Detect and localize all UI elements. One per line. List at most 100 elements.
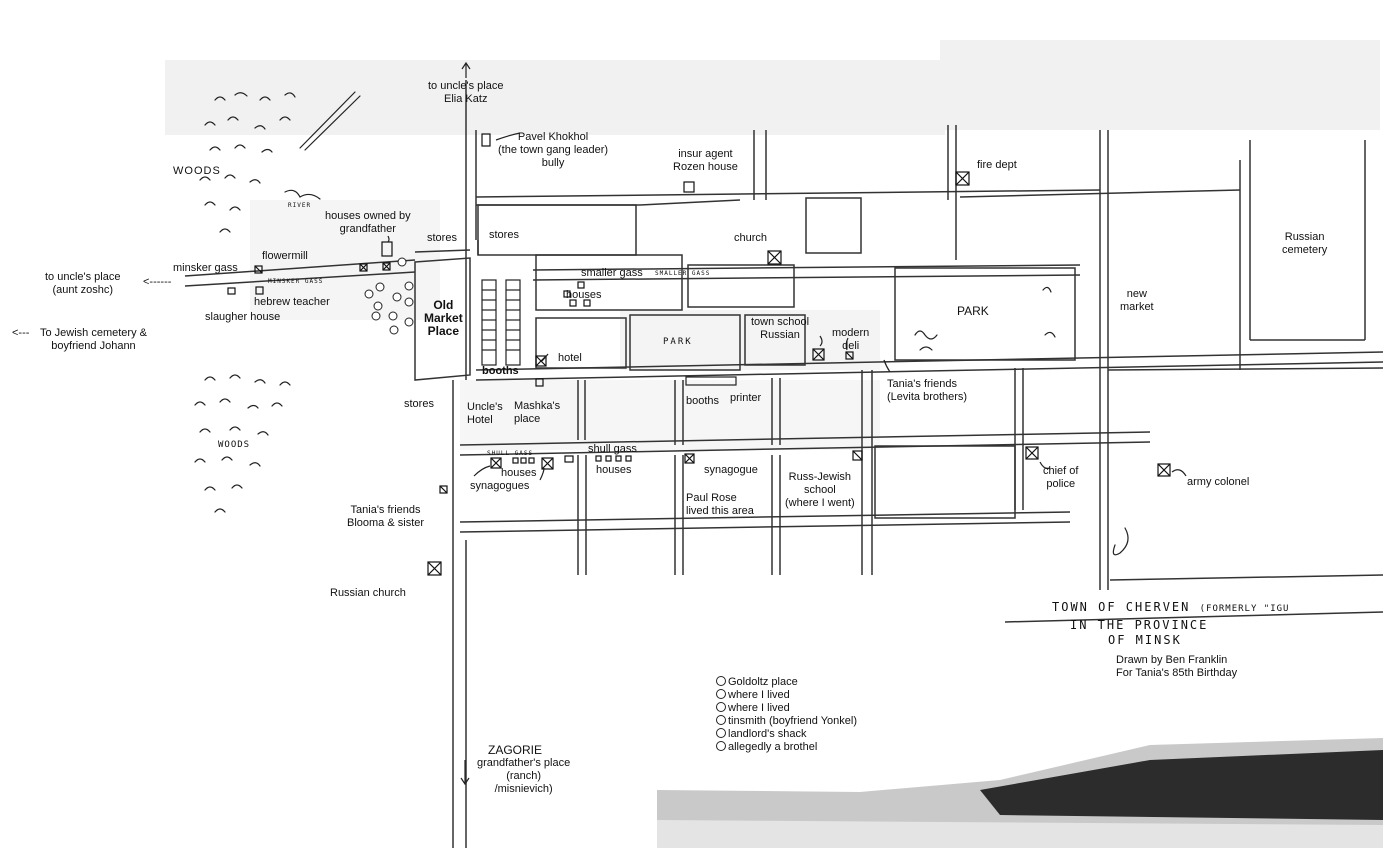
tania-levita-line2: (Levita brothers) bbox=[887, 391, 968, 403]
legend-item: allegedly a brothel bbox=[716, 741, 817, 754]
stores-label-3: stores bbox=[404, 398, 434, 410]
police-marker bbox=[1025, 446, 1039, 460]
tania-blooma-line2: Blooma & sister bbox=[347, 517, 425, 529]
park-small-label: PARK bbox=[663, 337, 693, 347]
direction-cemetery-arrow: <--- bbox=[12, 327, 30, 339]
old-market-label: Old Market Place bbox=[424, 299, 463, 338]
old-market-line1: Old bbox=[433, 298, 454, 312]
legend-item: landlord's shack bbox=[716, 728, 807, 741]
pavel-line2: (the town gang leader) bbox=[498, 144, 609, 156]
legend-circle-icon bbox=[716, 728, 726, 738]
building-markers bbox=[227, 133, 1171, 576]
woods-scribbles bbox=[194, 91, 1129, 556]
flowermill-label: flowermill bbox=[262, 250, 308, 262]
russian-cemetery-label: Russian cemetery bbox=[1282, 231, 1327, 257]
printer-label: printer bbox=[730, 392, 762, 404]
shull-gass-street: SHULL GASS bbox=[487, 450, 534, 457]
direction-uncle-aunt: to uncle's place (aunt zoshc) bbox=[45, 271, 120, 297]
houses-grandfather-line2: grandfather bbox=[339, 223, 396, 235]
river-label: RIVER bbox=[288, 202, 312, 209]
flowermill-marker bbox=[254, 265, 263, 274]
legend-item: Goldoltz place bbox=[716, 676, 798, 689]
insur-line2: Rozen house bbox=[673, 161, 738, 173]
direction-uncle-aunt-line1: to uncle's place bbox=[45, 271, 121, 283]
legend-circle-icon bbox=[716, 689, 726, 699]
background-shading bbox=[165, 40, 1380, 450]
legend-label: where I lived bbox=[728, 689, 790, 701]
new-market-label: new market bbox=[1120, 288, 1154, 314]
legend-circle-icon bbox=[716, 676, 726, 686]
zagorie-line4: /misnievich) bbox=[494, 783, 553, 795]
uncles-hotel-line1: Uncle's bbox=[467, 401, 503, 413]
russian-cemetery-line1: Russian bbox=[1284, 231, 1325, 243]
town-school-line2: Russian bbox=[760, 329, 800, 341]
blooma-marker bbox=[439, 485, 448, 494]
legend-circle-icon bbox=[716, 702, 726, 712]
direction-cemetery-line1: To Jewish cemetery & bbox=[40, 327, 147, 339]
legend-circle-icon bbox=[716, 741, 726, 751]
insur-agent-label: insur agent Rozen house bbox=[673, 148, 738, 174]
houses-grandfather-line1: houses owned by bbox=[325, 210, 411, 222]
smaller-gass-label: smaller gass bbox=[581, 267, 643, 279]
booths-label-1: booths bbox=[482, 365, 519, 377]
russian-church-label: Russian church bbox=[330, 587, 406, 599]
chief-police-line2: police bbox=[1046, 478, 1076, 490]
market-booths bbox=[481, 279, 737, 386]
new-market-line1: new bbox=[1126, 288, 1147, 300]
hebrew-teacher-label: hebrew teacher bbox=[254, 296, 330, 308]
mashka-label: Mashka's place bbox=[514, 400, 560, 426]
map-credit-line2: For Tania's 85th Birthday bbox=[1116, 667, 1238, 679]
fire-dept-label: fire dept bbox=[977, 159, 1017, 171]
synagogues-marker-2 bbox=[541, 457, 554, 470]
russian-cemetery-line2: cemetery bbox=[1282, 244, 1328, 256]
mashka-line2: place bbox=[514, 413, 541, 425]
uncles-hotel-label: Uncle's Hotel bbox=[467, 401, 503, 427]
minsker-gass-street: MINSKER GASS bbox=[268, 278, 324, 285]
scan-noise-band bbox=[657, 738, 1383, 848]
stores-label-2: stores bbox=[489, 229, 519, 241]
zagorie-line3: (ranch) bbox=[506, 770, 542, 782]
russ-jewish-line2: school bbox=[803, 484, 836, 496]
synagogues-marker bbox=[490, 457, 502, 469]
map-credit: Drawn by Ben Franklin For Tania's 85th B… bbox=[1116, 654, 1237, 680]
legend-circle-icon bbox=[716, 715, 726, 725]
houses-label-3: houses bbox=[596, 464, 632, 476]
insur-line1: insur agent bbox=[678, 148, 733, 160]
legend-item: where I lived bbox=[716, 689, 790, 702]
woods-bottom-label: WOODS bbox=[218, 440, 251, 450]
zagorie-details: grandfather's place (ranch) /misnievich) bbox=[477, 757, 570, 796]
legend-label: Goldoltz place bbox=[728, 676, 798, 688]
synagogue-marker bbox=[684, 453, 695, 464]
map-title-line3: OF MINSK bbox=[1108, 633, 1182, 647]
stores-label-1: stores bbox=[427, 232, 457, 244]
minsker-gass-label: minsker gass bbox=[173, 262, 238, 274]
paul-rose-label: Paul Rose lived this area bbox=[686, 492, 754, 518]
russian-church-marker bbox=[427, 561, 442, 576]
pavel-label: Pavel Khokhol (the town gang leader) bul… bbox=[498, 131, 608, 170]
paul-rose-line1: Paul Rose bbox=[686, 492, 737, 504]
zagorie-line2: grandfather's place bbox=[477, 757, 571, 769]
direction-arrows bbox=[387, 61, 1187, 786]
shull-gass-label: shull gass bbox=[588, 443, 637, 455]
direction-uncle-elia-line1: to uncle's place bbox=[428, 80, 504, 92]
old-market-line2: Market bbox=[424, 311, 463, 325]
town-school-line1: town school bbox=[751, 316, 810, 328]
tania-levita-label: Tania's friends (Levita brothers) bbox=[887, 378, 967, 404]
streets bbox=[184, 80, 1383, 848]
map-title-line1: TOWN OF CHERVEN (FORMERLY "IGU bbox=[1052, 601, 1289, 616]
synagogues-label: synagogues bbox=[470, 480, 530, 492]
tania-blooma-label: Tania's friends Blooma & sister bbox=[347, 504, 424, 530]
park-big-label: PARK bbox=[957, 304, 989, 318]
houses-grandfather-label: houses owned by grandfather bbox=[325, 210, 411, 236]
modern-deli-line2: deli bbox=[842, 340, 860, 352]
army-colonel-label: army colonel bbox=[1187, 476, 1250, 488]
hotel-label: hotel bbox=[558, 352, 582, 364]
direction-uncle-aunt-line2: (aunt zoshc) bbox=[52, 284, 113, 296]
legend-circle-markers bbox=[364, 257, 414, 335]
church-label: church bbox=[734, 232, 768, 244]
legend-label: where I lived bbox=[728, 702, 790, 714]
woods-top-label: WOODS bbox=[173, 165, 221, 177]
legend-label: tinsmith (boyfriend Yonkel) bbox=[728, 715, 858, 727]
grandfather-house-marker-2 bbox=[382, 262, 391, 271]
